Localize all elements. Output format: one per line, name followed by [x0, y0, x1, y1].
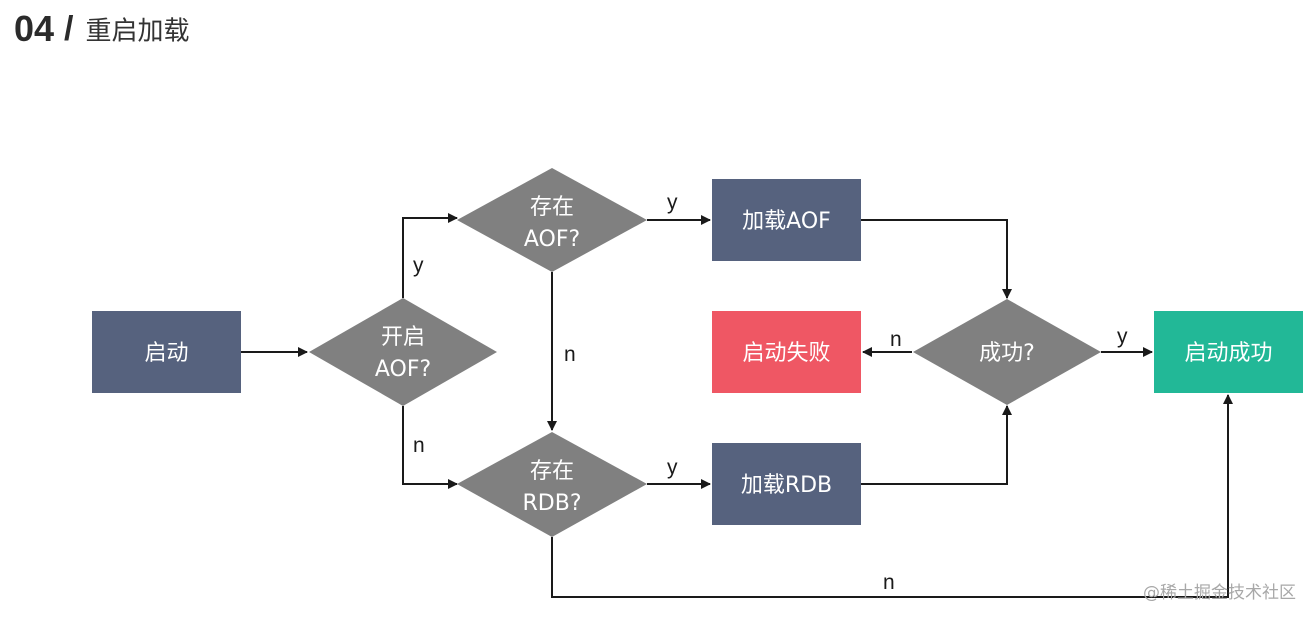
- label-aof-exists-yes: y: [667, 191, 678, 214]
- edge-aof-enabled-to-aof-exists: [402, 213, 458, 298]
- section-title: 重启加载: [85, 16, 190, 47]
- connectors: [241, 213, 1233, 598]
- decision-aof-enabled-shape: [309, 298, 497, 406]
- edge-aof-enabled-to-rdb-exists: [402, 406, 458, 489]
- decision-aof-enabled-line1: 开启: [381, 325, 425, 350]
- node-load-aof-box: [712, 179, 861, 261]
- decision-rdb-exists-shape: [457, 432, 647, 537]
- node-start-failed: 启动失败: [712, 311, 861, 393]
- node-start-label: 启动: [144, 341, 188, 366]
- edge-rdb-exists-to-success: [551, 394, 1233, 598]
- decision-aof-exists-line2: AOF?: [524, 227, 580, 252]
- decision-success: 成功?: [913, 299, 1101, 405]
- label-aof-enabled-yes: y: [413, 254, 424, 277]
- decision-aof-exists: 存在 AOF?: [457, 168, 647, 272]
- node-start-success-box: [1154, 311, 1303, 393]
- decision-rdb-exists: 存在 RDB?: [457, 432, 647, 537]
- label-rdb-exists-yes: y: [667, 456, 678, 479]
- node-load-rdb-box: [712, 443, 861, 525]
- label-success-no: n: [890, 328, 902, 351]
- node-load-aof-label: 加载AOF: [742, 209, 831, 234]
- section-number: 04: [14, 8, 55, 49]
- decision-aof-exists-shape: [457, 168, 647, 272]
- node-load-rdb-label: 加载RDB: [741, 473, 832, 498]
- decision-success-shape: [913, 299, 1101, 405]
- edge-load-rdb-to-success-check: [861, 405, 1012, 485]
- label-success-yes: y: [1117, 325, 1128, 348]
- node-load-rdb: 加载RDB: [712, 443, 861, 525]
- decision-aof-exists-line1: 存在: [530, 195, 574, 220]
- label-rdb-exists-no: n: [883, 571, 895, 594]
- watermark: @稀土掘金技术社区: [1143, 583, 1296, 603]
- section-slash: /: [64, 9, 74, 48]
- slide-header: 04/ 重启加载: [14, 8, 190, 52]
- node-start-failed-label: 启动失败: [742, 341, 830, 366]
- node-start-failed-box: [712, 311, 861, 393]
- decision-aof-enabled: 开启 AOF?: [309, 298, 497, 406]
- edge-load-aof-to-success-check: [861, 219, 1012, 299]
- decision-success-label: 成功?: [979, 341, 1035, 366]
- label-aof-exists-no: n: [564, 343, 576, 366]
- decision-aof-enabled-line2: AOF?: [375, 357, 431, 382]
- node-load-aof: 加载AOF: [712, 179, 861, 261]
- label-aof-enabled-no: n: [413, 434, 425, 457]
- node-start-success-label: 启动成功: [1184, 341, 1272, 366]
- node-start: 启动: [92, 311, 241, 393]
- decision-rdb-exists-line1: 存在: [530, 459, 574, 484]
- node-start-box: [92, 311, 241, 393]
- decision-rdb-exists-line2: RDB?: [523, 491, 582, 516]
- node-start-success: 启动成功: [1154, 311, 1303, 393]
